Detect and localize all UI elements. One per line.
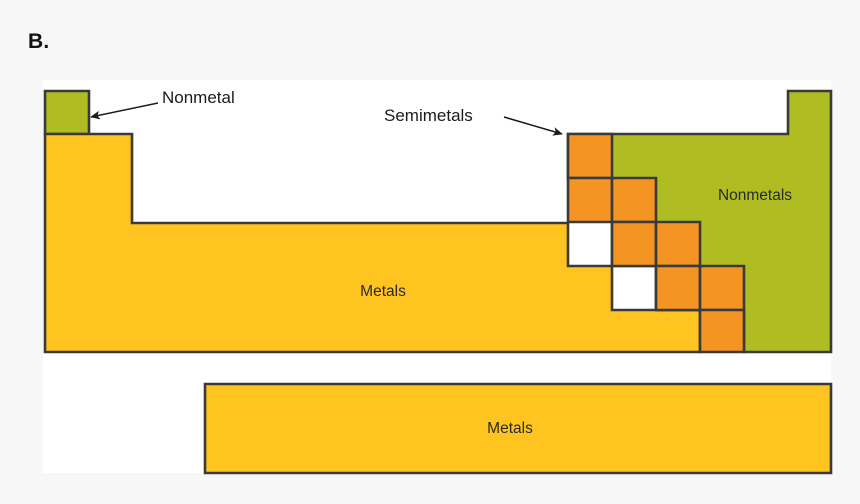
nonmetal-callout-label: Nonmetal — [162, 88, 235, 107]
semimetals-callout-arrow — [503, 116, 563, 136]
semimetal-cell-germanium — [610, 176, 658, 224]
semimetal-cell-tellurium — [654, 264, 702, 312]
panel-label: B. — [28, 30, 50, 53]
semimetal-cell-astatine — [698, 308, 746, 354]
f-block-metals-region — [203, 382, 833, 475]
semimetals-callout-label: Semimetals — [384, 106, 473, 125]
callout-arrows — [90, 102, 563, 136]
nonmetals-region-label: Nonmetals — [717, 187, 793, 204]
f-block-metals-region-label: Metals — [487, 420, 533, 437]
nonmetal-callout-arrow — [90, 102, 159, 120]
semimetal-cell-antimony — [654, 220, 702, 268]
semimetal-cell-silicon — [566, 176, 614, 224]
metals-main-region-label: Metals — [360, 283, 406, 300]
semimetal-cell-boron — [566, 132, 614, 180]
region-shapes — [43, 89, 833, 475]
hydrogen-nonmetal-cell — [43, 89, 91, 136]
semimetal-cell-polonium — [698, 264, 746, 312]
semimetal-cell-arsenic — [610, 220, 658, 268]
